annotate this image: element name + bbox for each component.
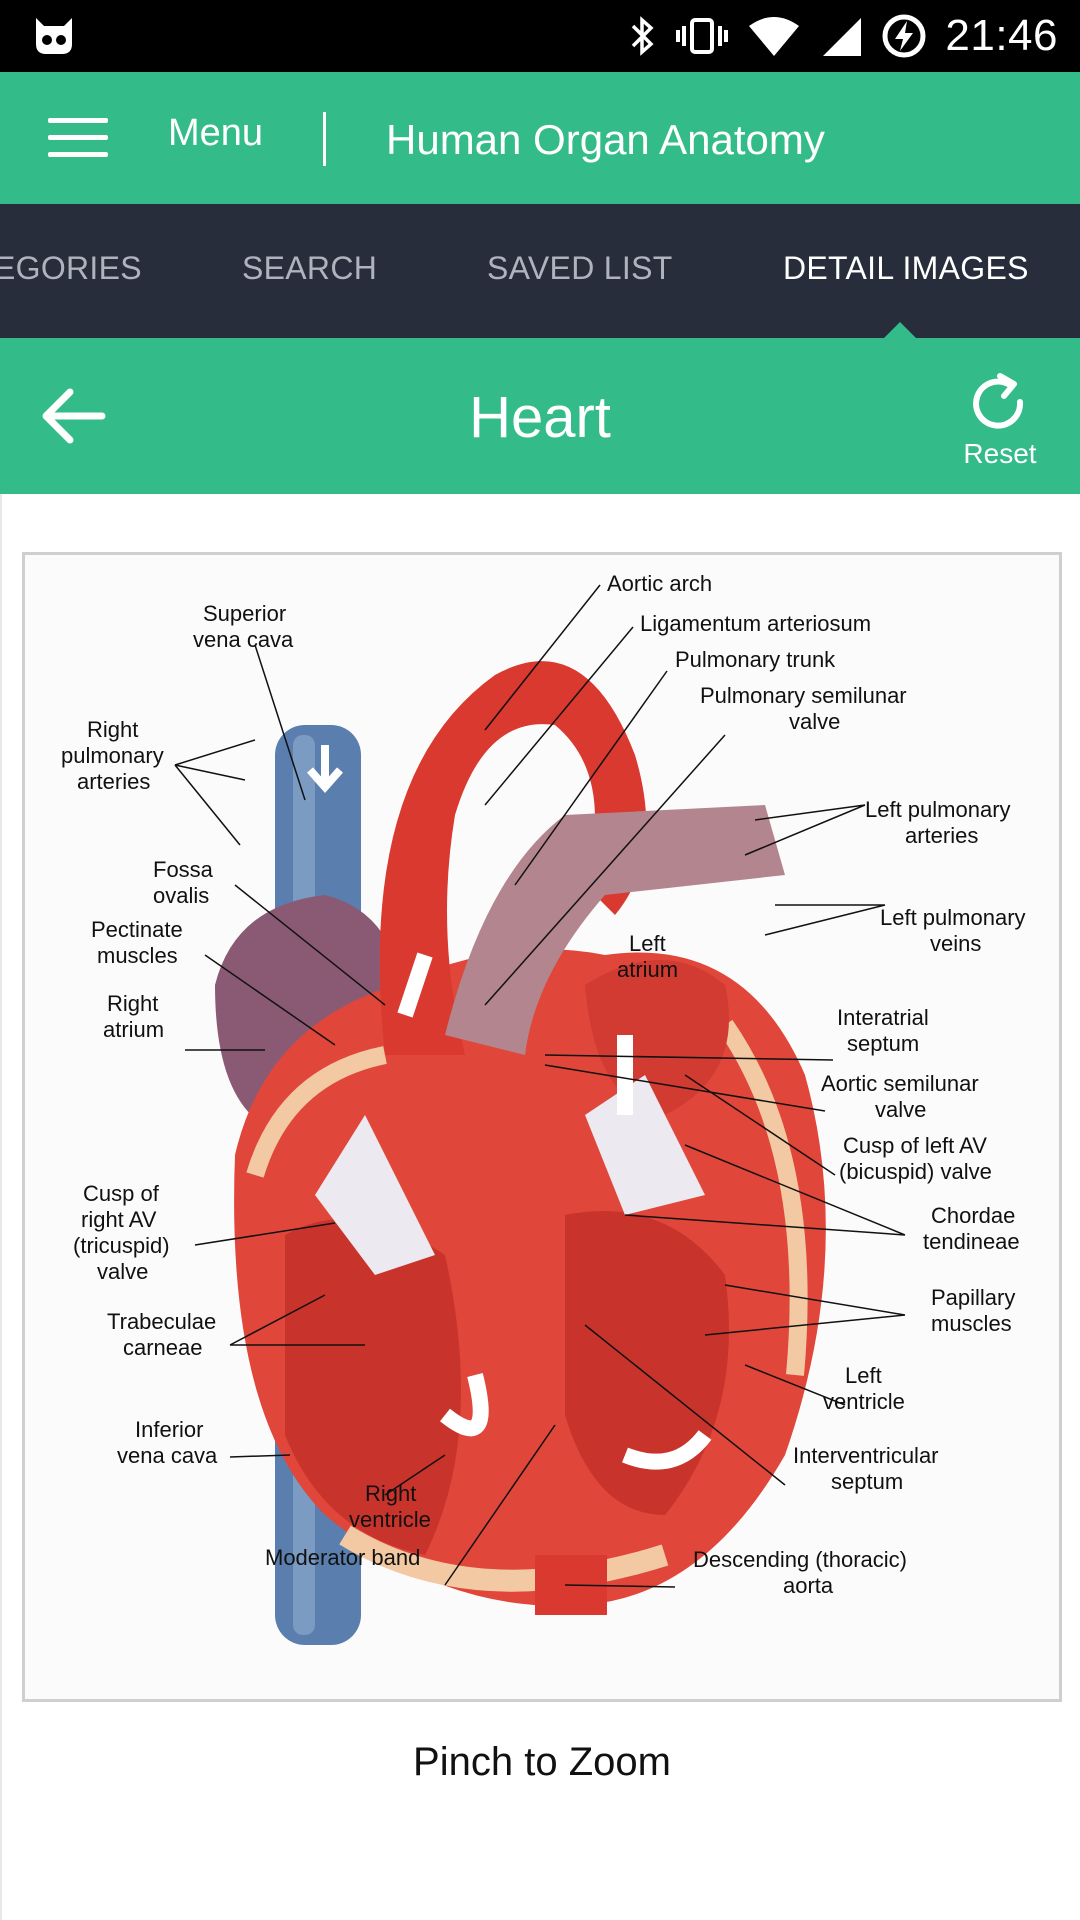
label-chordae-2: tendineae xyxy=(923,1229,1020,1254)
label-trabeculae-2: carneae xyxy=(123,1335,203,1360)
label-pulm-semilunar-2: valve xyxy=(789,709,840,734)
label-right-pulm-art-2: pulmonary xyxy=(61,743,164,768)
label-trabeculae-1: Trabeculae xyxy=(107,1309,216,1334)
label-cusp-right-1: Cusp of xyxy=(83,1181,160,1206)
reset-label: Reset xyxy=(963,438,1037,469)
label-desc-aorta-2: aorta xyxy=(783,1573,834,1598)
label-right-ventricle-2: ventricle xyxy=(349,1507,431,1532)
label-pectinate-2: muscles xyxy=(97,943,178,968)
label-left-atrium-2: atrium xyxy=(617,957,678,982)
label-right-atrium-2: atrium xyxy=(103,1017,164,1042)
status-bar: 21:46 xyxy=(0,0,1080,72)
menu-label[interactable]: Menu xyxy=(168,112,264,154)
label-right-ventricle-1: Right xyxy=(365,1481,416,1506)
label-right-pulm-art-3: arteries xyxy=(77,769,150,794)
refresh-icon xyxy=(973,373,1024,429)
label-fossa-2: ovalis xyxy=(153,883,209,908)
label-left-atrium-1: Left xyxy=(629,931,666,956)
back-arrow-icon[interactable] xyxy=(40,384,108,448)
label-interventricular-1: Interventricular xyxy=(793,1443,939,1468)
label-aortic-semilunar-2: valve xyxy=(875,1097,926,1122)
label-right-atrium-1: Right xyxy=(107,991,158,1016)
label-cusp-right-2: right AV xyxy=(81,1207,157,1232)
label-left-pulm-art-1: Left pulmonary xyxy=(865,797,1011,822)
pulmonary-trunk-shape xyxy=(445,805,785,1055)
heart-diagram-image[interactable]: Aortic arch Ligamentum arteriosum Pulmon… xyxy=(22,552,1062,1702)
label-fossa-1: Fossa xyxy=(153,857,214,882)
label-left-pulm-veins-1: Left pulmonary xyxy=(880,905,1026,930)
page-title: Heart xyxy=(469,385,611,450)
label-aortic-semilunar-1: Aortic semilunar xyxy=(821,1071,979,1096)
label-papillary-2: muscles xyxy=(931,1311,1012,1336)
label-ligamentum: Ligamentum arteriosum xyxy=(640,611,871,636)
label-desc-aorta-1: Descending (thoracic) xyxy=(693,1547,907,1572)
heart-diagram: Aortic arch Ligamentum arteriosum Pulmon… xyxy=(25,555,1059,1699)
label-pulm-semilunar-1: Pulmonary semilunar xyxy=(700,683,907,708)
label-aortic-arch: Aortic arch xyxy=(607,571,712,596)
label-right-pulm-art-1: Right xyxy=(87,717,138,742)
tab-search[interactable]: SEARCH xyxy=(242,250,378,286)
divider xyxy=(323,112,326,166)
app-title: Human Organ Anatomy xyxy=(386,116,825,163)
vibrate-icon xyxy=(676,18,729,54)
wifi-icon xyxy=(749,17,800,56)
label-inf-vena-cava-2: vena cava xyxy=(117,1443,218,1468)
aorta-shape xyxy=(379,661,647,1055)
label-cusp-right-3: (tricuspid) xyxy=(73,1233,170,1258)
app-bar: Menu Human Organ Anatomy xyxy=(0,72,1080,204)
label-cusp-right-4: valve xyxy=(97,1259,148,1284)
label-interatrial-1: Interatrial xyxy=(837,1005,929,1030)
label-left-pulm-veins-2: veins xyxy=(930,931,981,956)
pinch-to-zoom-hint: Pinch to Zoom xyxy=(413,1740,671,1784)
clock-time: 21:46 xyxy=(945,11,1058,60)
tab-saved-list[interactable]: SAVED LIST xyxy=(487,250,673,286)
label-pectinate-1: Pectinate xyxy=(91,917,183,942)
label-left-ventricle-2: ventricle xyxy=(823,1389,905,1414)
label-left-pulm-art-2: arteries xyxy=(905,823,978,848)
label-sup-vena-cava-2: vena cava xyxy=(193,627,294,652)
label-cusp-left-1: Cusp of left AV xyxy=(843,1133,987,1158)
detail-header: Heart Reset xyxy=(0,338,1080,494)
label-left-ventricle-1: Left xyxy=(845,1363,882,1388)
label-moderator-band: Moderator band xyxy=(265,1545,420,1570)
signal-icon xyxy=(823,18,862,56)
label-papillary-1: Papillary xyxy=(931,1285,1015,1310)
content-area: Aortic arch Ligamentum arteriosum Pulmon… xyxy=(0,494,1080,1920)
label-sup-vena-cava-1: Superior xyxy=(203,601,286,626)
bluetooth-icon xyxy=(632,16,654,56)
notification-app-icon xyxy=(36,18,72,54)
tab-bar: EGORIES SEARCH SAVED LIST DETAIL IMAGES xyxy=(0,204,1080,338)
tab-detail-images[interactable]: DETAIL IMAGES xyxy=(783,250,1029,286)
label-pulmonary-trunk: Pulmonary trunk xyxy=(675,647,836,672)
tab-categories[interactable]: EGORIES xyxy=(0,250,142,286)
label-chordae-1: Chordae xyxy=(931,1203,1015,1228)
active-tab-indicator xyxy=(884,322,916,338)
reset-button[interactable]: Reset xyxy=(950,372,1050,482)
battery-charging-icon xyxy=(882,14,926,58)
menu-button[interactable] xyxy=(44,112,108,164)
label-interatrial-2: septum xyxy=(847,1031,919,1056)
label-inf-vena-cava-1: Inferior xyxy=(135,1417,203,1442)
label-interventricular-2: septum xyxy=(831,1469,903,1494)
label-cusp-left-2: (bicuspid) valve xyxy=(839,1159,992,1184)
